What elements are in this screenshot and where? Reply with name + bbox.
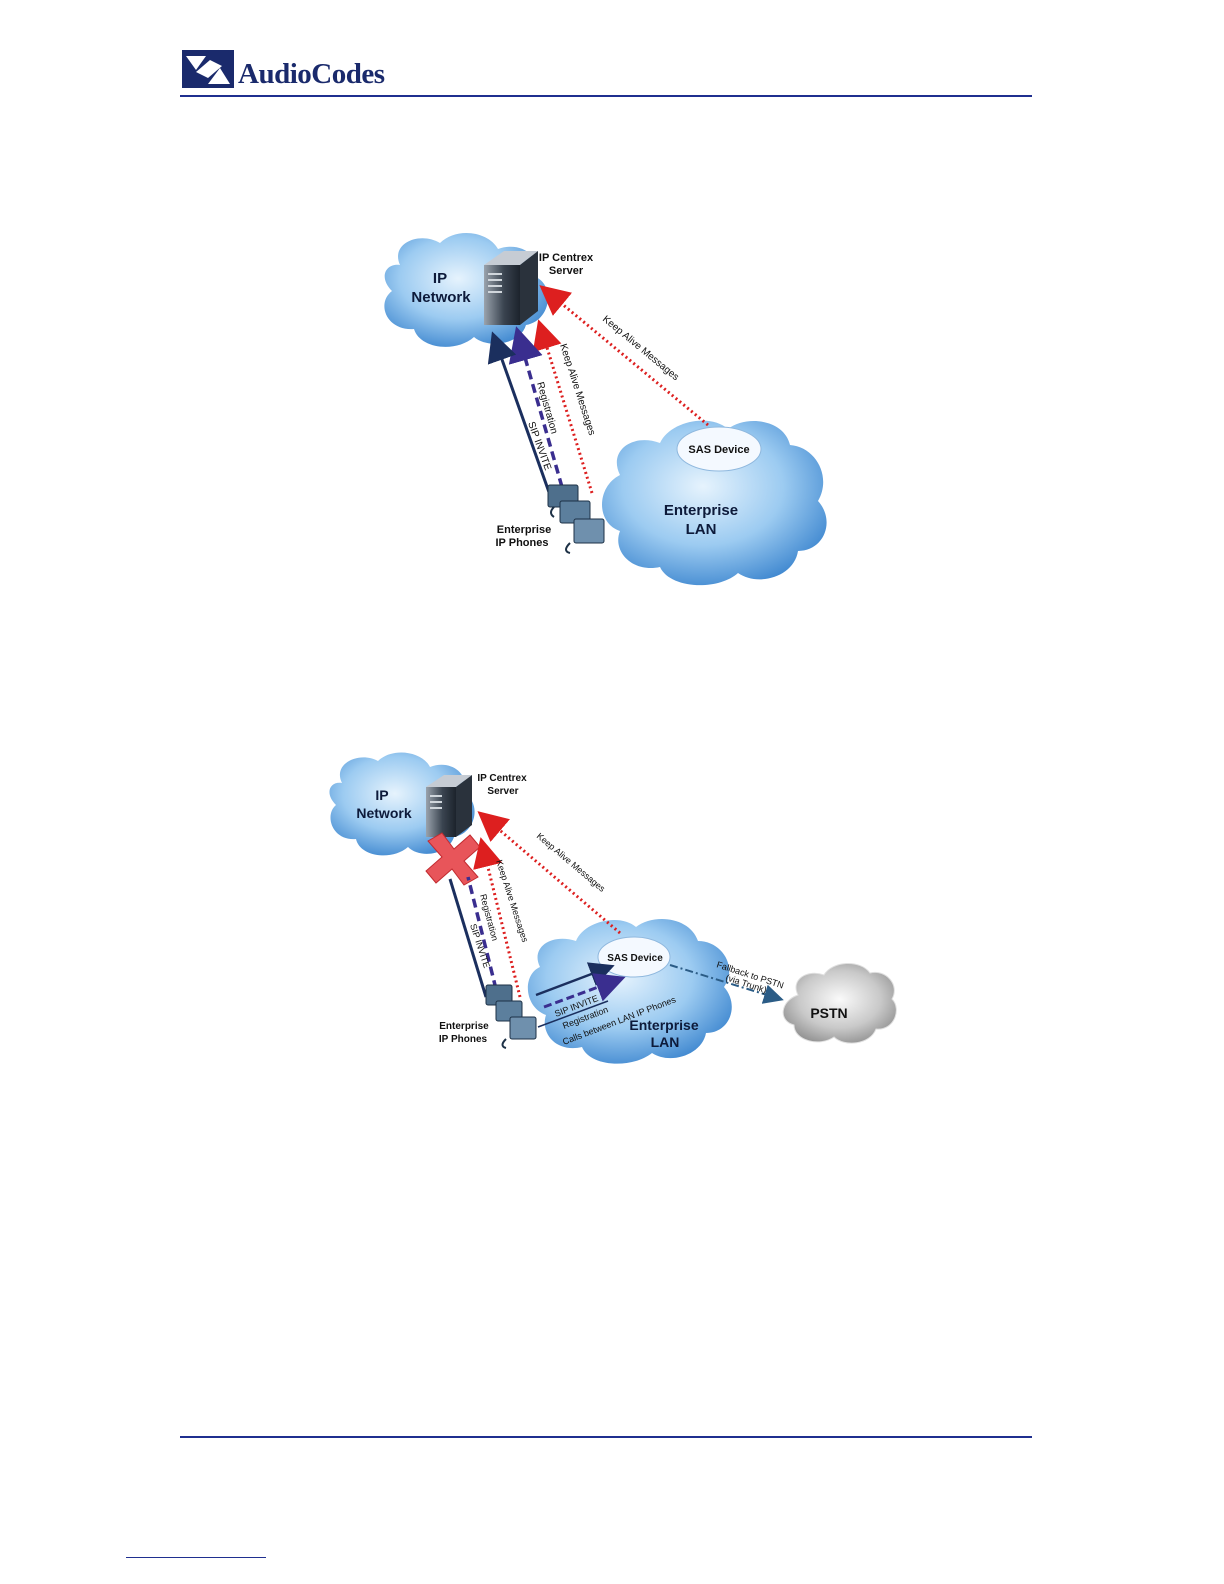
server-label-line1: IP Centrex — [539, 252, 594, 264]
ip-phones-icon — [547, 484, 605, 554]
sas-device-node: SAS Device — [676, 426, 762, 472]
enterprise-lan-cloud: Enterprise LAN — [527, 918, 732, 1064]
ip-phones-icon — [485, 984, 537, 1049]
server-label-line2: Server — [487, 786, 518, 797]
lan-registration-arrow — [543, 973, 626, 1009]
keep-alive-phones-arrow — [473, 837, 522, 998]
sip-invite-arrow — [487, 331, 552, 496]
footnote-rule — [126, 1557, 266, 1558]
registration-arrow — [466, 876, 498, 990]
fallback-pstn-arrow — [669, 964, 784, 1004]
logo-mark-icon — [182, 50, 234, 88]
pstn-cloud: PSTN — [782, 963, 897, 1044]
link-failure-x-icon — [425, 832, 481, 886]
enterprise-lan-label-line1: Enterprise — [664, 502, 738, 519]
enterprise-lan-cloud: Enterprise LAN — [602, 420, 827, 586]
ip-network-label-line2: Network — [411, 289, 471, 306]
keep-alive-sas-arrow — [477, 811, 621, 935]
enterprise-lan-label-line1: Enterprise — [629, 1017, 698, 1033]
server-label-line2: Server — [549, 265, 584, 277]
phones-label-line2: IP Phones — [496, 537, 549, 549]
pstn-label: PSTN — [810, 1005, 847, 1021]
keep-alive-sas-arrow — [539, 285, 709, 427]
ip-network-label-line1: IP — [433, 270, 447, 287]
ip-centrex-server-icon — [426, 775, 472, 837]
sas-normal-mode-diagram: IP Network IP Centrex Server Enterprise … — [384, 232, 827, 586]
ip-network-label-line1: IP — [375, 787, 388, 803]
sip-invite-arrow — [448, 878, 488, 998]
keep-alive-phones-arrow — [532, 319, 594, 494]
lan-calls-line — [537, 1000, 609, 1028]
keep-alive-phones-label: Keep Alive Messages — [557, 343, 597, 437]
server-label-line1: IP Centrex — [477, 773, 527, 784]
header-rule — [180, 95, 1032, 97]
lan-sip-invite-arrow — [535, 962, 615, 997]
ip-network-label-line2: Network — [356, 805, 411, 821]
enterprise-lan-label-line2: LAN — [651, 1034, 680, 1050]
sas-device-label: SAS Device — [688, 444, 749, 456]
keep-alive-phones-label: Keep Alive Messages — [494, 859, 530, 944]
logo-wordmark: AudioCodes — [238, 58, 385, 90]
enterprise-lan-label-line2: LAN — [686, 521, 717, 538]
phones-label-line1: Enterprise — [497, 524, 551, 536]
phones-label-line1: Enterprise — [439, 1021, 489, 1032]
registration-arrow — [508, 326, 564, 488]
ip-centrex-server-icon — [484, 251, 538, 325]
phones-label-line2: IP Phones — [439, 1034, 488, 1045]
sas-device-label: SAS Device — [607, 953, 663, 964]
sas-emergency-mode-diagram: IP Network IP Centrex Server Enterprise … — [329, 752, 897, 1064]
keep-alive-long-label: Keep Alive Messages — [535, 831, 608, 894]
footer-rule — [180, 1436, 1032, 1438]
sas-device-node: SAS Device — [597, 936, 671, 978]
audiocodes-logo — [182, 50, 422, 94]
keep-alive-long-label: Keep Alive Messages — [600, 314, 681, 383]
